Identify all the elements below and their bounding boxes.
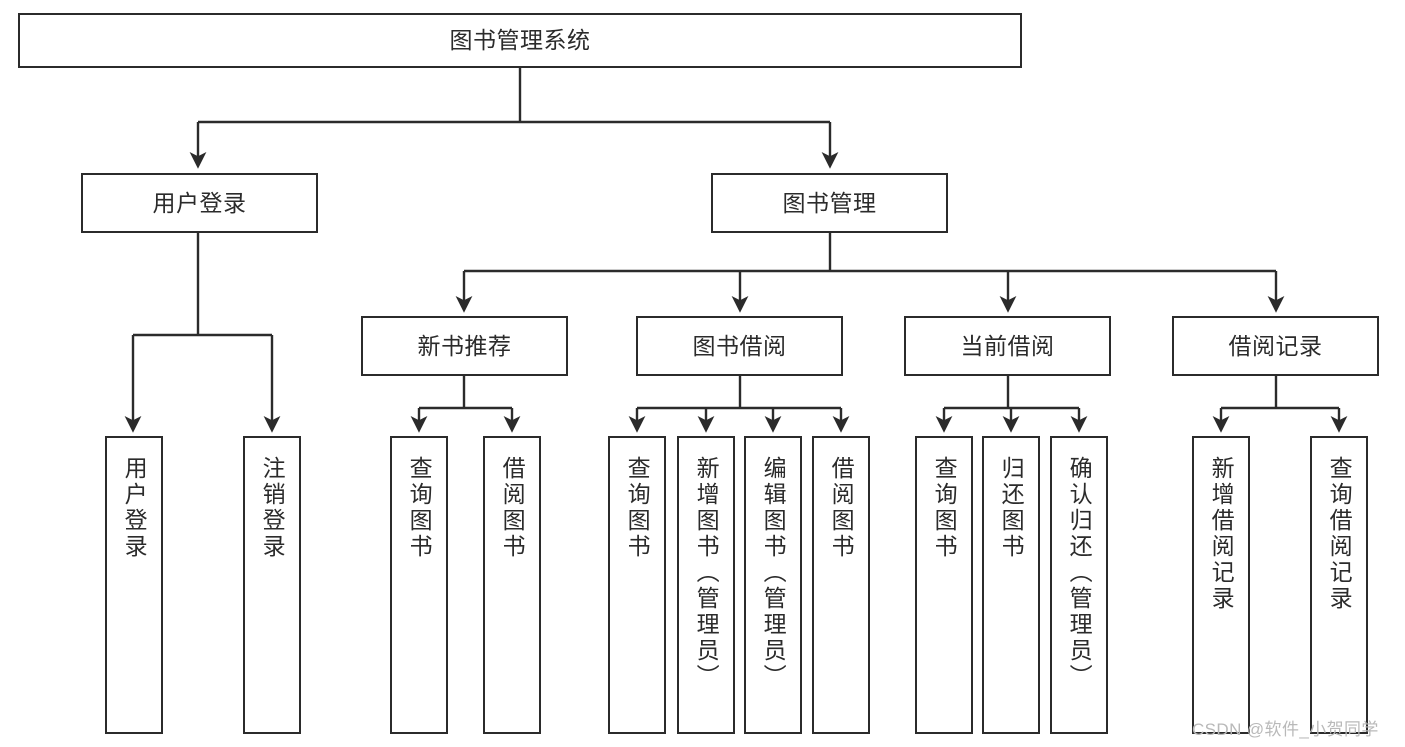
node-book-borrow[interactable]: 图书借阅 (636, 316, 843, 376)
node-leaf-query-book-1-label: 查询图书 (406, 456, 433, 560)
node-leaf-return-book-label: 归还图书 (998, 456, 1025, 560)
node-new-book-recommend[interactable]: 新书推荐 (361, 316, 568, 376)
node-leaf-query-book-2-label: 查询图书 (624, 456, 651, 560)
node-leaf-borrow-book-2-label: 借阅图书 (828, 456, 855, 560)
node-leaf-return-book[interactable]: 归还图书 (982, 436, 1040, 734)
node-leaf-query-book-2[interactable]: 查询图书 (608, 436, 666, 734)
node-leaf-add-book-label: 新增图书（管理员） (693, 456, 720, 690)
node-leaf-query-book-3[interactable]: 查询图书 (915, 436, 973, 734)
node-leaf-logout-login[interactable]: 注销登录 (243, 436, 301, 734)
node-book-borrow-label: 图书借阅 (692, 332, 787, 359)
node-leaf-edit-book-label: 编辑图书（管理员） (760, 456, 787, 690)
node-leaf-logout-login-label: 注销登录 (259, 456, 286, 560)
node-leaf-borrow-book-1-label: 借阅图书 (499, 456, 526, 560)
node-leaf-add-record-label: 新增借阅记录 (1208, 456, 1235, 612)
node-leaf-confirm-return-label: 确认归还（管理员） (1066, 456, 1093, 690)
node-leaf-add-book[interactable]: 新增图书（管理员） (677, 436, 735, 734)
node-borrow-record[interactable]: 借阅记录 (1172, 316, 1379, 376)
node-book-manage[interactable]: 图书管理 (711, 173, 948, 233)
node-leaf-add-record[interactable]: 新增借阅记录 (1192, 436, 1250, 734)
node-leaf-query-book-1[interactable]: 查询图书 (390, 436, 448, 734)
node-leaf-confirm-return[interactable]: 确认归还（管理员） (1050, 436, 1108, 734)
node-leaf-edit-book[interactable]: 编辑图书（管理员） (744, 436, 802, 734)
node-user-login-label: 用户登录 (152, 189, 247, 216)
node-new-book-recommend-label: 新书推荐 (417, 332, 512, 359)
node-borrow-record-label: 借阅记录 (1228, 332, 1323, 359)
node-leaf-user-login[interactable]: 用户登录 (105, 436, 163, 734)
node-leaf-borrow-book-2[interactable]: 借阅图书 (812, 436, 870, 734)
node-leaf-query-record[interactable]: 查询借阅记录 (1310, 436, 1368, 734)
node-current-borrow-label: 当前借阅 (960, 332, 1055, 359)
node-current-borrow[interactable]: 当前借阅 (904, 316, 1111, 376)
node-leaf-borrow-book-1[interactable]: 借阅图书 (483, 436, 541, 734)
node-leaf-user-login-label: 用户登录 (121, 456, 148, 560)
node-leaf-query-record-label: 查询借阅记录 (1326, 456, 1353, 612)
node-leaf-query-book-3-label: 查询图书 (931, 456, 958, 560)
node-root[interactable]: 图书管理系统 (18, 13, 1022, 68)
node-user-login[interactable]: 用户登录 (81, 173, 318, 233)
node-book-manage-label: 图书管理 (782, 189, 877, 216)
node-root-label: 图书管理系统 (449, 27, 591, 54)
